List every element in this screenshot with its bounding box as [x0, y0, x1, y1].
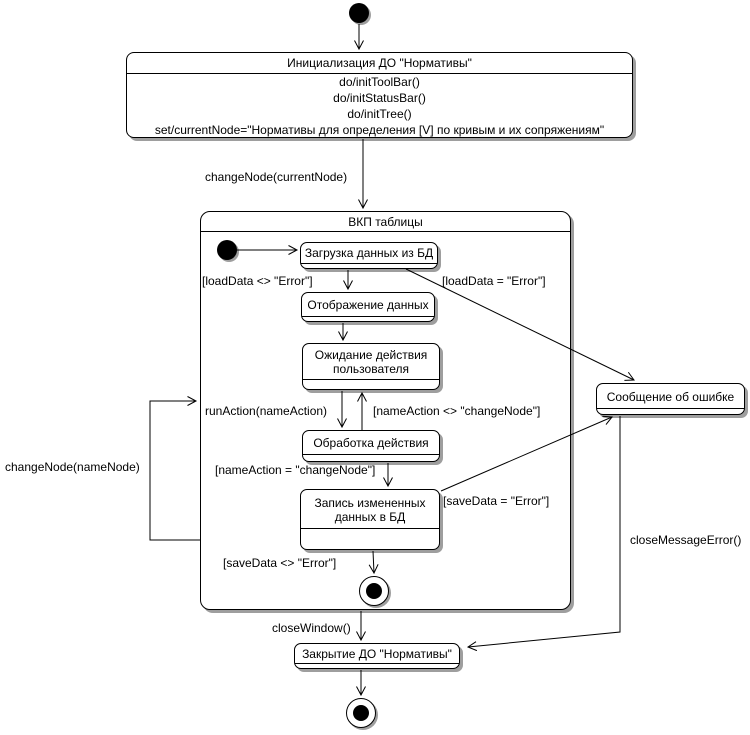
action-line: do/initStatusBar()	[333, 91, 426, 105]
state-title: Сообщение об ошибке	[606, 389, 735, 404]
transition-vkp-self-loop	[149, 396, 200, 541]
label-run-action: runAction(nameAction)	[205, 404, 328, 418]
label-name-action-neq: [nameAction <> "changeNode"]	[373, 404, 541, 418]
compartment-divider	[301, 263, 437, 264]
state-title: Запись измененных данных в БД	[314, 495, 426, 524]
state-error-message: Сообщение об ошибке	[596, 383, 745, 415]
state-title: Загрузка данных из БД	[304, 246, 434, 260]
state-title: Закрытие ДО "Нормативы"	[302, 647, 452, 661]
state-title: ВКП таблицы	[201, 212, 570, 232]
initial-state-icon	[349, 3, 369, 23]
state-title: Инициализация ДО "Нормативы"	[127, 53, 632, 74]
state-title: Обработка действия	[313, 436, 429, 450]
label-load-error: [loadData = "Error"]	[442, 274, 546, 288]
state-actions: do/initToolBar() do/initStatusBar() do/i…	[127, 74, 632, 138]
state-load-data: Загрузка данных из БД	[300, 242, 438, 269]
label-load-ok: [loadData <> "Error"]	[202, 274, 313, 288]
state-save-data: Запись измененных данных в БД	[300, 489, 440, 550]
compartment-divider	[303, 379, 439, 380]
state-display-data: Отображение данных	[301, 292, 435, 322]
final-state-core	[353, 705, 369, 721]
state-title: Ожидание действия пользователя	[314, 348, 428, 376]
final-state-icon	[346, 698, 376, 728]
compartment-divider	[301, 528, 439, 529]
label-close-message-error: closeMessageError()	[630, 533, 742, 547]
label-change-node-current: changeNode(currentNode)	[205, 170, 348, 184]
label-change-node-name: changeNode(nameNode)	[5, 460, 140, 474]
state-process-action: Обработка действия	[302, 430, 440, 462]
label-save-ok: [saveData <> "Error"]	[223, 556, 337, 570]
state-initialization: Инициализация ДО "Нормативы" do/initTool…	[126, 52, 633, 138]
compartment-divider	[303, 454, 439, 455]
label-close-window: closeWindow()	[272, 621, 351, 635]
final-state-core	[366, 583, 382, 599]
action-line: do/initToolBar()	[339, 75, 420, 89]
compartment-divider	[597, 408, 744, 409]
state-title: Отображение данных	[307, 297, 429, 312]
action-line: set/currentNode="Нормативы для определен…	[154, 123, 605, 137]
final-state-icon	[359, 576, 389, 606]
compartment-divider	[295, 663, 459, 664]
initial-state-icon	[217, 240, 237, 260]
state-close-do: Закрытие ДО "Нормативы"	[294, 643, 460, 669]
compartment-divider	[302, 316, 434, 317]
label-name-action-eq: [nameAction = "changeNode"]	[215, 463, 376, 477]
label-save-error: [saveData = "Error"]	[443, 494, 550, 508]
action-line: do/initTree()	[347, 107, 412, 121]
state-wait-user-action: Ожидание действия пользователя	[302, 343, 440, 390]
